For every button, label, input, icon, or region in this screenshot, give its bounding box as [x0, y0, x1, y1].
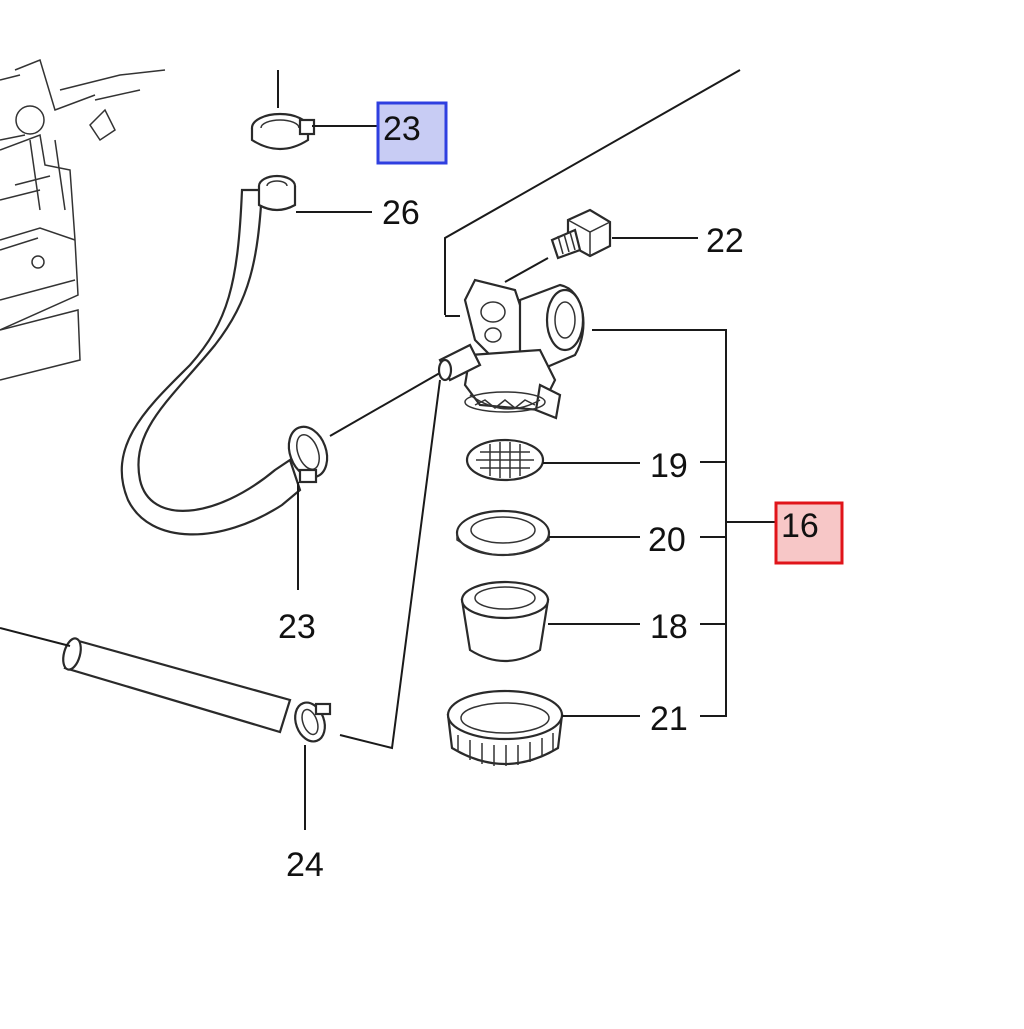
callout-23-top[interactable]: 23 — [383, 110, 421, 148]
callout-21: 21 — [650, 700, 688, 738]
callout-23-mid: 23 — [278, 608, 316, 646]
gasket-ring — [455, 509, 551, 557]
callout-18: 18 — [650, 608, 688, 646]
fuel-cock-body — [437, 278, 585, 420]
highlight-box-red[interactable] — [774, 501, 844, 565]
hose-clamp-top — [250, 112, 316, 151]
engine-block-outline — [0, 58, 166, 381]
hose-clamp-small — [294, 701, 332, 743]
highlight-box-blue[interactable] — [376, 101, 448, 165]
frame-line-upper — [444, 69, 741, 315]
callout-16[interactable]: 16 — [781, 507, 819, 545]
callout-26: 26 — [382, 194, 420, 232]
callout-24: 24 — [286, 846, 324, 884]
connector-lower — [339, 379, 441, 750]
retaining-ring — [446, 689, 564, 766]
callout-19: 19 — [650, 447, 688, 485]
callout-20: 20 — [648, 521, 686, 559]
callout-22: 22 — [706, 222, 744, 260]
frame-line-bolt — [504, 257, 549, 283]
connector-upper — [329, 369, 446, 437]
bolt — [550, 208, 612, 260]
fuel-hose — [120, 174, 302, 536]
hose-clamp-mid — [287, 425, 329, 484]
fuel-pipe — [0, 627, 292, 734]
sediment-cup — [460, 580, 550, 662]
filter-screen — [465, 438, 545, 482]
